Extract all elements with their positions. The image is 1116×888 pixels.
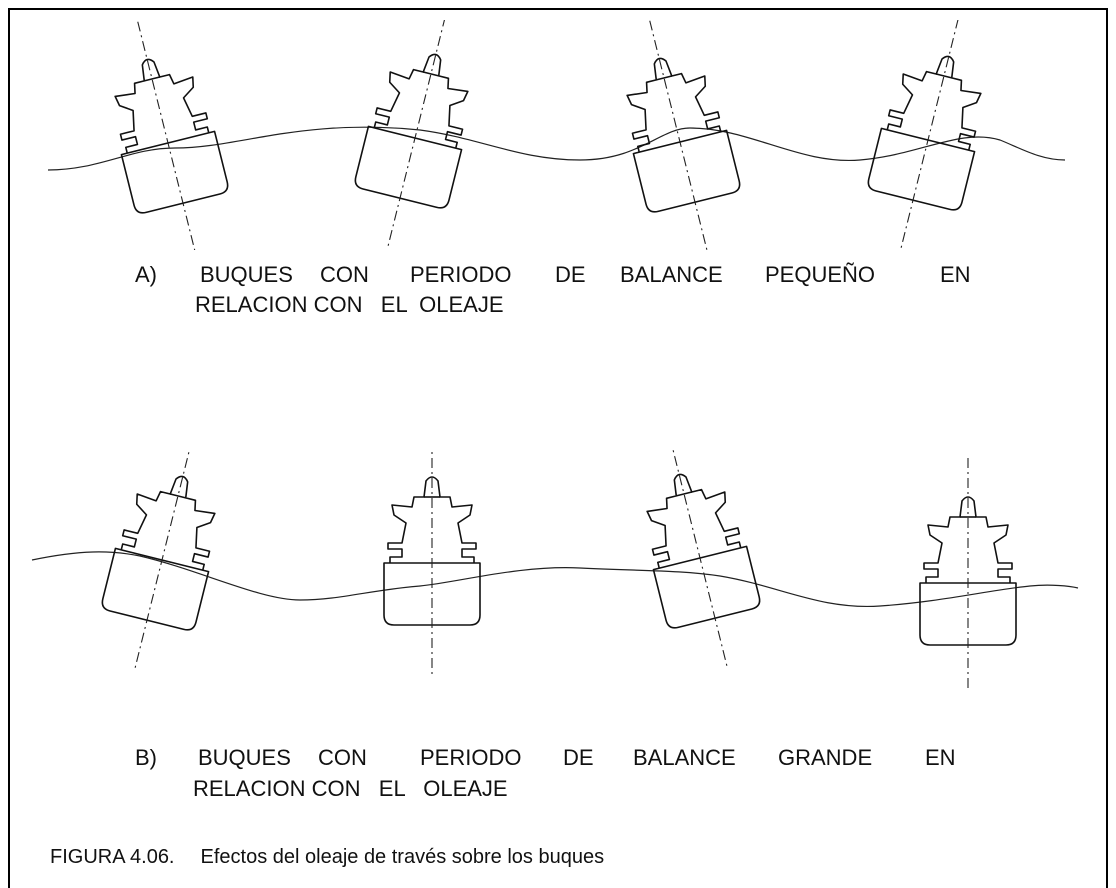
panel-a-line-2: RELACION CON EL OLEAJE [195, 292, 504, 317]
figure-title: Efectos del oleaje de través sobre los b… [200, 846, 605, 868]
panel-b-wave-line [31, 551, 1079, 608]
figure-frame [8, 8, 1108, 888]
panel-b-drawing [31, 450, 1079, 690]
panel-a-drawing [47, 20, 1066, 250]
panel-b-word-3: PERIODO [420, 745, 522, 770]
panel-b-ship-2 [383, 450, 481, 678]
panel-a-label: A) [135, 262, 157, 287]
panel-b-label: B) [135, 745, 157, 770]
panel-b-word-4: DE [563, 745, 594, 770]
panel-b-line-2: RELACION CON EL OLEAJE [193, 776, 508, 801]
panel-a-word-1: BUQUES [200, 262, 293, 287]
panel-b-word-5: BALANCE [633, 745, 736, 770]
panel-b-ship-1 [101, 450, 216, 672]
panel-b-word-6: GRANDE [778, 745, 873, 770]
panel-a-ship-2 [354, 20, 469, 250]
figure-number: FIGURA 4.06. [50, 846, 175, 868]
panel-a-ship-1 [114, 21, 229, 250]
panel-a-word-6: PEQUEÑO [765, 262, 876, 287]
panel-b-ship-4 [919, 458, 1017, 690]
panel-a-wave-line [47, 126, 1066, 171]
panel-a-word-2: CON [320, 262, 369, 287]
panel-a-ship-3 [626, 20, 741, 250]
panel-a-ship-4 [867, 20, 982, 250]
panel-b-word-1: BUQUES [198, 745, 291, 770]
figure-caption: FIGURA 4.06. Efectos del oleaje de través… [50, 846, 604, 869]
panel-b-word-7: EN [925, 745, 956, 770]
panel-b-word-2: CON [318, 745, 367, 770]
panel-a-word-4: DE [555, 262, 586, 287]
panel-a-word-3: PERIODO [410, 262, 512, 287]
panel-b-ship-3 [646, 450, 761, 670]
panel-a-word-7: EN [940, 262, 971, 287]
panel-a-word-5: BALANCE [620, 262, 723, 287]
